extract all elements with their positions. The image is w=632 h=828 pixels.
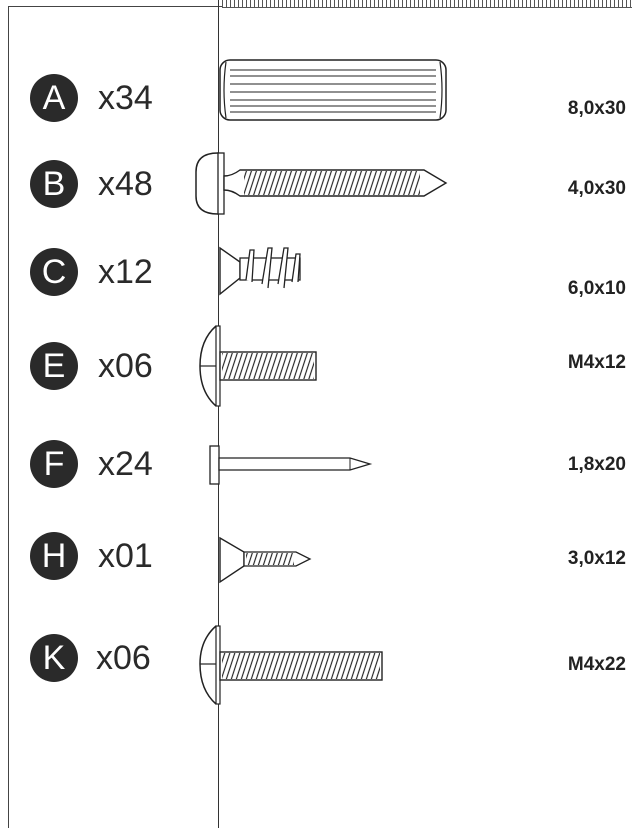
- frame-top-line: [8, 6, 222, 7]
- small-screw-icon: [219, 536, 312, 584]
- wood-screw-icon: [195, 152, 448, 215]
- part-size-f: 1,8x20: [567, 454, 626, 475]
- part-letter-f: F: [30, 440, 78, 488]
- part-size-h: 3,0x12: [567, 548, 626, 569]
- part-letter-b: B: [30, 160, 78, 208]
- top-ruler: [222, 0, 632, 8]
- part-size-b: 4,0x30: [567, 178, 626, 199]
- part-letter-e: E: [30, 342, 78, 390]
- long-machine-screw-icon: [199, 625, 383, 705]
- frame-left-line: [8, 6, 9, 828]
- part-quantity-b: x48: [98, 165, 153, 203]
- part-quantity-e: x06: [98, 347, 153, 385]
- part-letter-c: C: [30, 248, 78, 296]
- part-quantity-c: x12: [98, 253, 153, 291]
- machine-screw-icon: [199, 325, 317, 407]
- nail-icon: [209, 445, 373, 485]
- part-size-a: 8,0x30: [567, 98, 626, 119]
- part-quantity-h: x01: [98, 537, 153, 575]
- part-size-c: 6,0x10: [567, 278, 626, 299]
- dowel-icon: [219, 59, 447, 121]
- column-divider: [218, 0, 219, 828]
- part-quantity-a: x34: [98, 79, 153, 117]
- part-letter-a: A: [30, 74, 78, 122]
- euro-screw-icon: [219, 246, 301, 296]
- part-letter-k: K: [30, 634, 78, 682]
- part-quantity-f: x24: [98, 445, 153, 483]
- part-size-k: M4x22: [567, 654, 626, 675]
- part-quantity-k: x06: [96, 639, 151, 677]
- part-letter-h: H: [30, 532, 78, 580]
- part-size-e: M4x12: [567, 352, 626, 373]
